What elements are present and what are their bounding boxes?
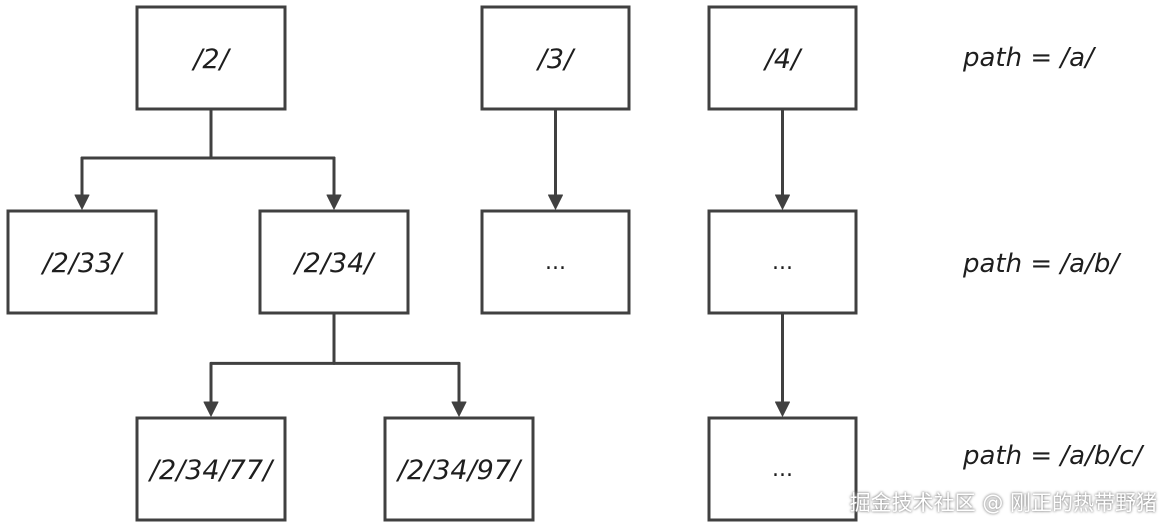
node-label-n2_34_77: /2/34/77/ [148, 455, 275, 486]
level-labels: path = /a/path = /a/b/path = /a/b/c/ [962, 43, 1145, 471]
watermark: 掘金技术社区 @ 刚正的热带野猪 [849, 491, 1157, 515]
node-label-n2_34: /2/34/ [293, 248, 377, 279]
node-label-n3_child: ... [545, 250, 566, 275]
node-rect-n3_child [480, 209, 631, 315]
level-label-1: path = /a/ [962, 43, 1097, 73]
arrowhead-n2_34 [326, 194, 342, 210]
node-box-n4_child: ... [707, 209, 858, 315]
arrowhead-n4_child [775, 194, 790, 210]
node-box-n3_child: ... [480, 209, 631, 315]
node-rect-n4_grandchild [707, 416, 858, 522]
node-box-n2_34: /2/34/ [258, 209, 410, 315]
nodes-layer: /2/ /3/ /4/ /2/33/ /2/34/...... /2/34/77/ /2/3… [6, 5, 858, 522]
node-label-n4_child: ... [772, 250, 793, 275]
node-rect-n2_34_97 [383, 416, 535, 522]
node-rect-n2_33 [6, 209, 158, 315]
node-label-n3: /3/ [536, 44, 576, 75]
node-rect-n4_child [707, 209, 858, 315]
arrowhead-n4_grandchild [775, 401, 790, 417]
node-box-n2_34_97: /2/34/97/ [383, 416, 535, 522]
node-box-n2_33: /2/33/ [6, 209, 158, 315]
arrowhead-n2_34_97 [451, 401, 467, 417]
edges-layer [74, 107, 790, 417]
node-label-n4: /4/ [763, 44, 803, 75]
node-rect-n2 [135, 5, 287, 111]
connector-n4 [775, 107, 790, 210]
node-box-n4_grandchild: ... [707, 416, 858, 522]
connector-n2_34 [203, 311, 467, 417]
connector-n3 [548, 107, 563, 210]
arrowhead-n3_child [548, 194, 563, 210]
node-label-n2_33: /2/33/ [41, 248, 125, 279]
node-label-n2: /2/ [191, 44, 231, 75]
connector-n4_child [775, 311, 790, 417]
node-box-n4: /4/ [707, 5, 858, 111]
node-rect-n4 [707, 5, 858, 111]
node-box-n3: /3/ [480, 5, 631, 111]
node-box-n2_34_77: /2/34/77/ [135, 416, 287, 522]
arrowhead-n2_34_77 [203, 401, 219, 417]
node-label-n4_grandchild: ... [772, 457, 793, 482]
level-label-2: path = /a/b/ [962, 249, 1122, 279]
node-rect-n2_34_77 [135, 416, 287, 522]
level-label-3: path = /a/b/c/ [962, 441, 1145, 471]
node-rect-n2_34 [258, 209, 410, 315]
arrowhead-n2_33 [74, 194, 90, 210]
node-rect-n3 [480, 5, 631, 111]
node-label-n2_34_97: /2/34/97/ [396, 455, 523, 486]
connector-n2 [74, 107, 342, 210]
node-box-n2: /2/ [135, 5, 287, 111]
